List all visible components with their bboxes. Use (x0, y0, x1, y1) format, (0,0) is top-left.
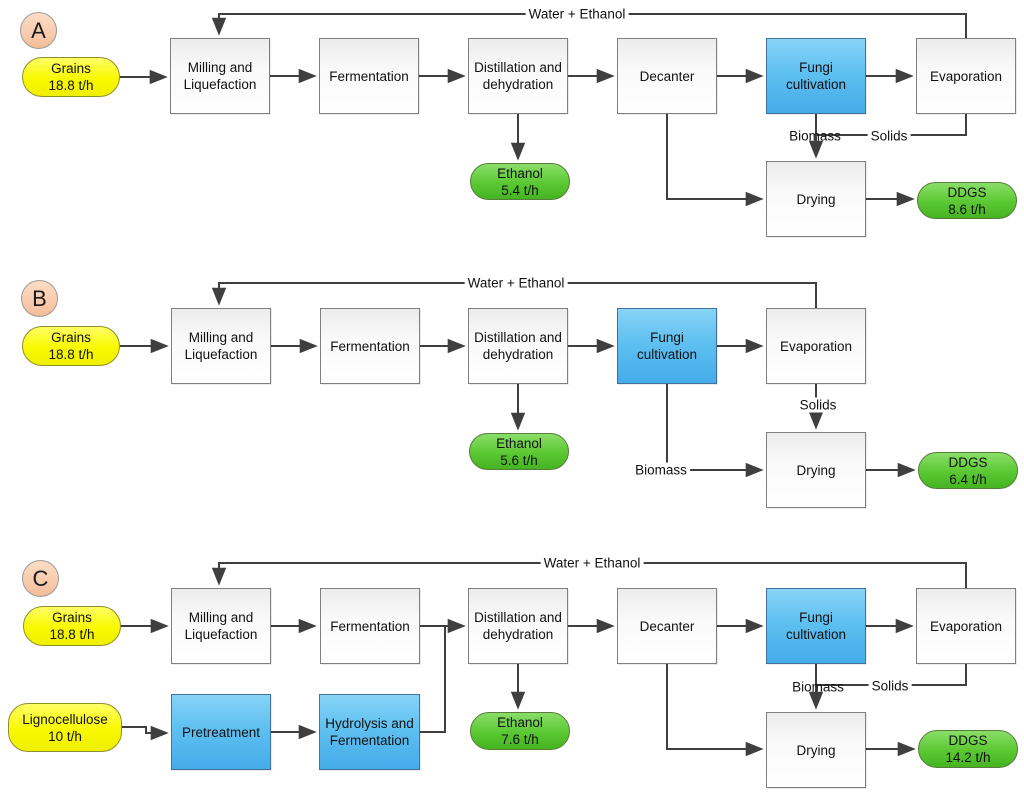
ddgs-rate: 8.6 t/h (948, 201, 986, 217)
grains-rate: 18.8 t/h (48, 78, 94, 93)
line-a-solids-to-biomass-junction (816, 114, 967, 136)
edge-label-biomass-a: Biomass (789, 128, 841, 144)
edge-label-water-ethanol-b: Water + Ethanol (464, 275, 568, 291)
ethanol-rate: 5.4 t/h (501, 182, 539, 198)
process-box-fermentation-c: Fermentation (320, 588, 420, 664)
output-pill-ddgs-c: DDGS 14.2 t/h (918, 730, 1018, 768)
lignocellulose-rate: 10 t/h (48, 728, 82, 744)
lignocellulose-label: Lignocellulose (22, 711, 108, 727)
line-c-solids-to-biomass-junction (816, 664, 967, 686)
ethanol-rate: 5.6 t/h (500, 452, 538, 468)
panel-c-badge: C (22, 560, 59, 597)
process-box-fungi-cultivation-a: Fungi cultivation (766, 38, 866, 114)
process-box-milling-c: Milling and Liquefaction (171, 588, 271, 664)
edge-label-water-ethanol-c: Water + Ethanol (540, 555, 644, 571)
process-box-decanter-a: Decanter (617, 38, 717, 114)
ethanol-label: Ethanol (497, 715, 543, 730)
process-box-evaporation-a: Evaporation (916, 38, 1016, 114)
ddgs-label: DDGS (948, 733, 988, 748)
process-box-fermentation-a: Fermentation (319, 38, 419, 114)
ethanol-rate: 7.6 t/h (501, 732, 539, 747)
ethanol-label: Ethanol (496, 435, 542, 451)
panel-b-badge: B (21, 280, 58, 317)
arrow-c-lignocellulose-to-pretreatment (122, 725, 169, 741)
output-pill-ddgs-a: DDGS 8.6 t/h (917, 182, 1017, 219)
process-box-evaporation-b: Evaporation (766, 308, 866, 384)
edge-label-solids-a: Solids (867, 128, 911, 144)
process-box-pretreatment-c: Pretreatment (171, 694, 271, 770)
ddgs-label: DDGS (947, 184, 987, 200)
process-box-fungi-cultivation-c: Fungi cultivation (766, 588, 866, 664)
edge-label-solids-b: Solids (796, 397, 840, 413)
edge-label-biomass-b: Biomass (632, 462, 690, 478)
edge-label-solids-c: Solids (868, 678, 912, 694)
process-box-distillation-c: Distillation and dehydration (468, 588, 568, 664)
output-pill-ethanol-c: Ethanol 7.6 t/h (470, 712, 570, 750)
line-c-hydrolysis-merge (420, 627, 446, 733)
process-box-milling-a: Milling and Liquefaction (170, 38, 270, 114)
process-box-distillation-a: Distillation and dehydration (468, 38, 568, 114)
output-pill-ethanol-b: Ethanol 5.6 t/h (469, 433, 569, 470)
process-box-distillation-b: Distillation and dehydration (468, 308, 568, 384)
ddgs-rate: 6.4 t/h (949, 471, 987, 487)
process-box-decanter-c: Decanter (617, 588, 717, 664)
process-box-milling-b: Milling and Liquefaction (171, 308, 271, 384)
input-pill-lignocellulose-c: Lignocellulose 10 t/h (8, 703, 122, 752)
ethanol-label: Ethanol (497, 165, 543, 181)
panel-a-badge: A (20, 12, 57, 49)
output-pill-ddgs-b: DDGS 6.4 t/h (918, 452, 1018, 489)
process-box-fermentation-b: Fermentation (320, 308, 420, 384)
edge-label-biomass-c: Biomass (792, 679, 844, 695)
arrow-a-decanter-to-drying (666, 114, 764, 207)
ddgs-label: DDGS (948, 454, 988, 470)
arrow-b-biomass-to-drying (666, 384, 764, 478)
process-box-drying-b: Drying (766, 432, 866, 508)
process-box-drying-a: Drying (766, 161, 866, 237)
grains-label: Grains (52, 610, 92, 625)
arrow-c-decanter-to-drying (666, 664, 764, 757)
process-box-drying-c: Drying (766, 712, 866, 788)
output-pill-ethanol-a: Ethanol 5.4 t/h (470, 163, 570, 200)
edge-label-water-ethanol-a: Water + Ethanol (525, 6, 629, 22)
process-box-evaporation-c: Evaporation (916, 588, 1016, 664)
grains-rate: 18.8 t/h (48, 347, 94, 362)
input-pill-grains-c: Grains 18.8 t/h (23, 606, 121, 646)
input-pill-grains-a: Grains 18.8 t/h (22, 57, 120, 97)
grains-rate: 18.8 t/h (49, 627, 95, 642)
ddgs-rate: 14.2 t/h (945, 750, 991, 765)
grains-label: Grains (51, 61, 91, 76)
input-pill-grains-b: Grains 18.8 t/h (22, 326, 120, 366)
process-box-fungi-cultivation-b: Fungi cultivation (617, 308, 717, 384)
process-box-hydrolysis-fermentation-c: Hydrolysis and Fermentation (319, 694, 420, 770)
grains-label: Grains (51, 330, 91, 345)
